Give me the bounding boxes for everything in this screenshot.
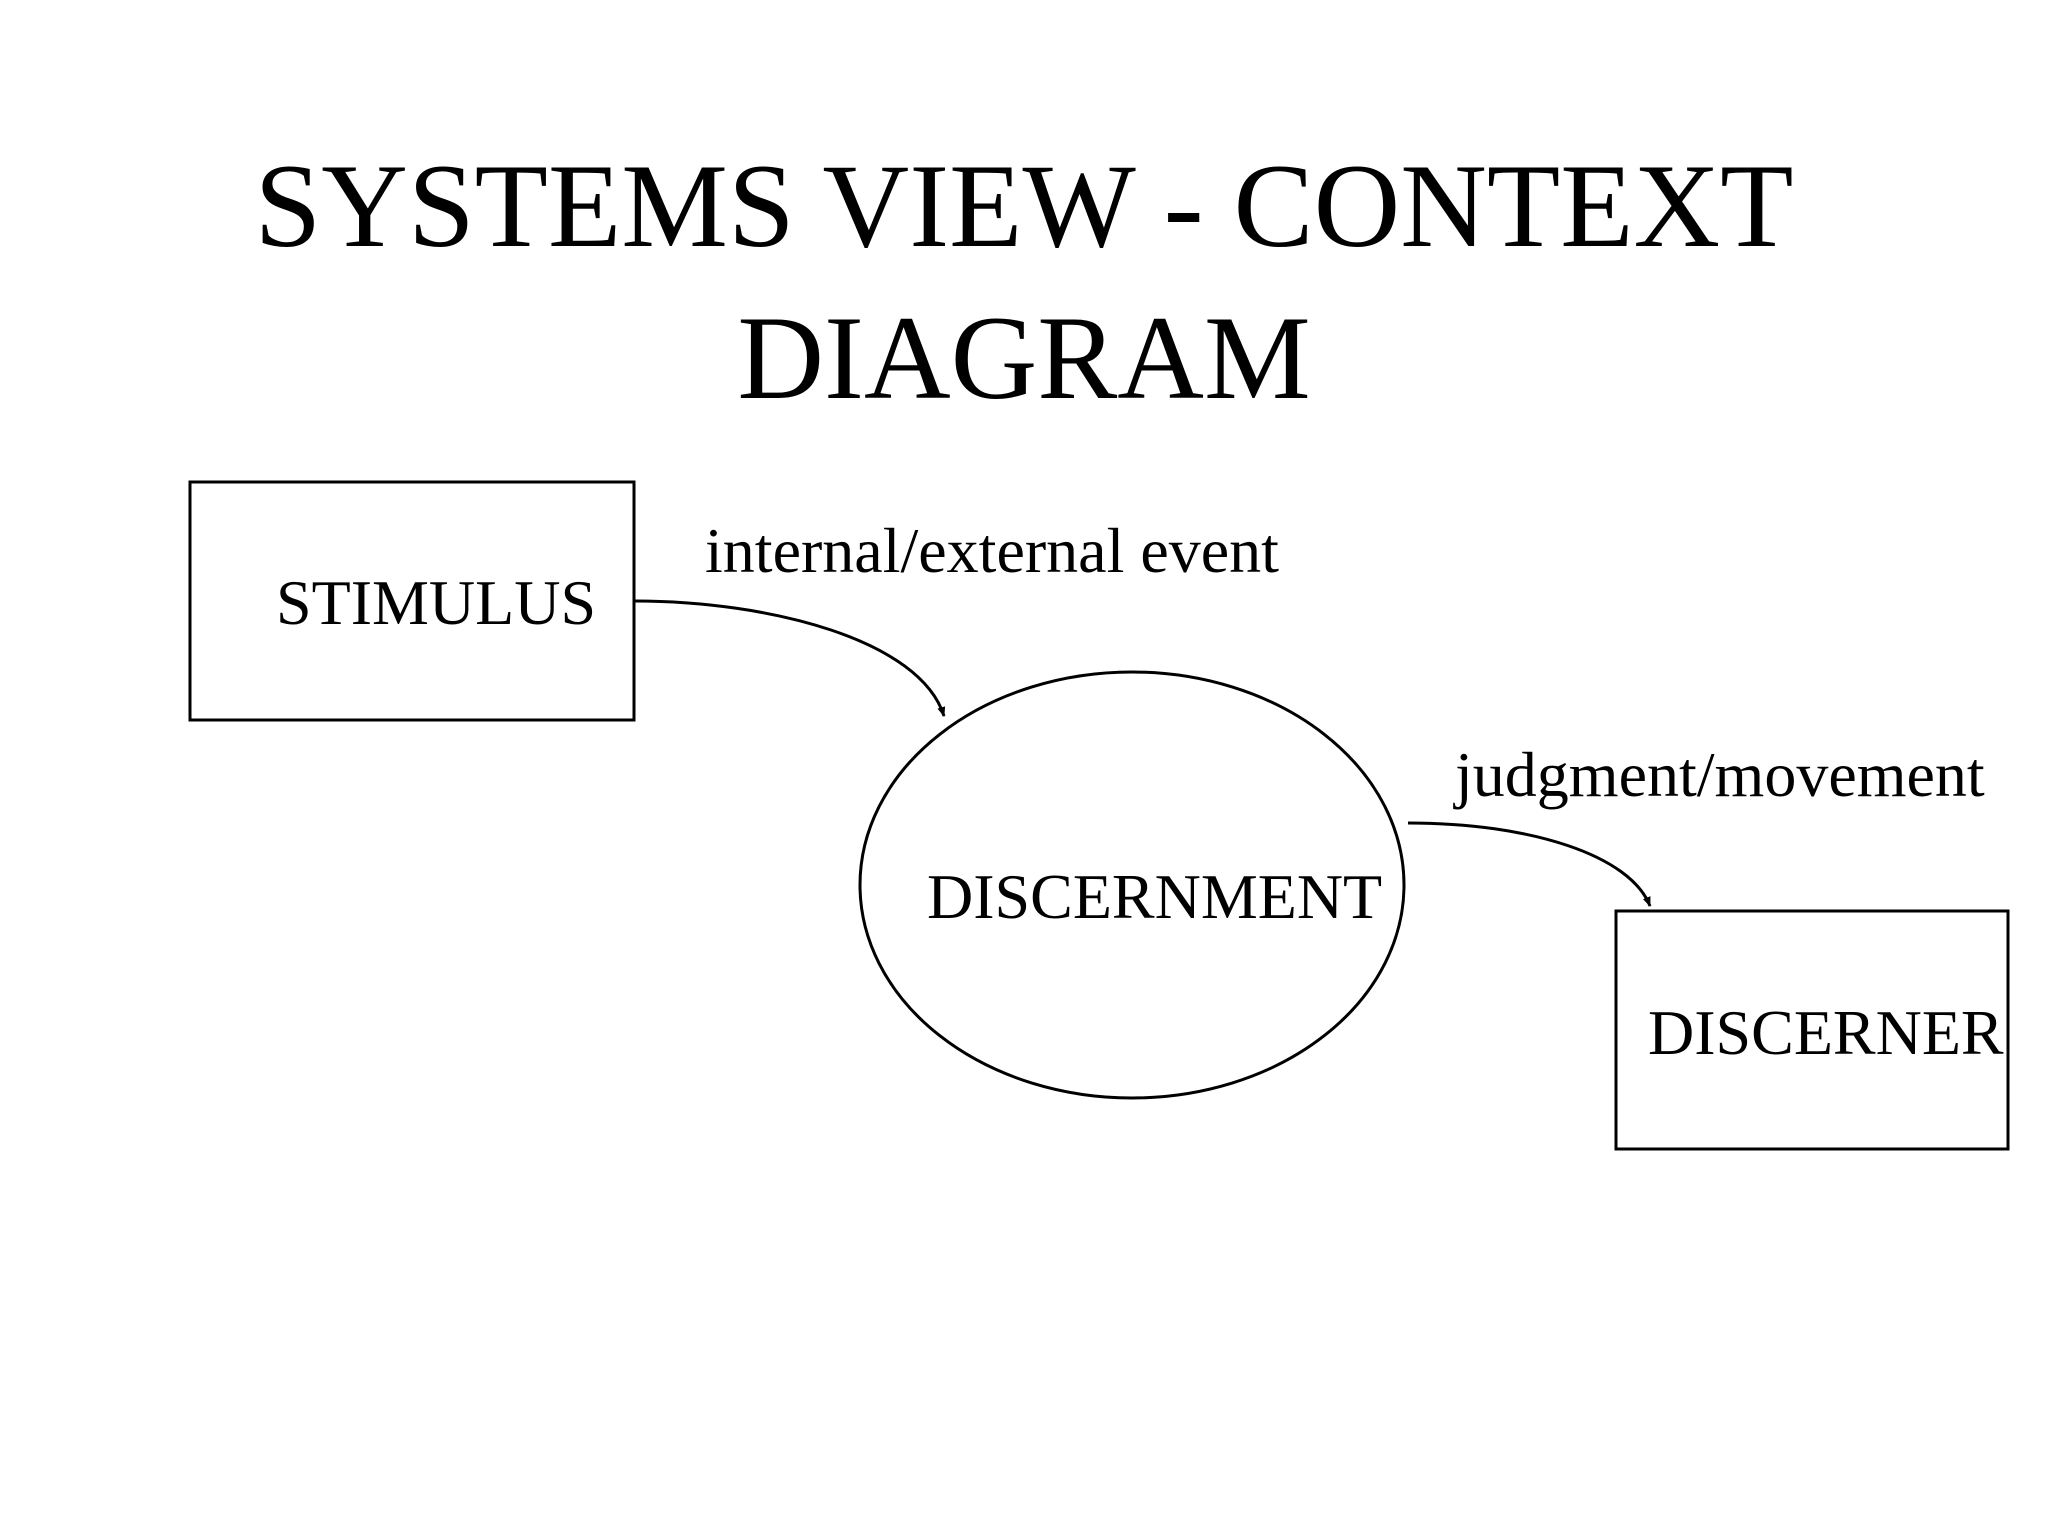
- stimulus-node: STIMULUS: [188, 480, 636, 722]
- judgment-flow-label: judgment/movement: [1453, 739, 1985, 810]
- stimulus-label: STIMULUS: [276, 567, 596, 638]
- discernment-node: DISCERNMENT: [858, 670, 1406, 1100]
- judgment-flow: judgment/movement: [1407, 739, 1985, 907]
- page-title: SYSTEMS VIEW - CONTEXT DIAGRAM: [0, 130, 2048, 434]
- judgment-flow-arrow: [1407, 821, 1652, 907]
- event-flow-arrow: [633, 599, 946, 717]
- event-flow-label: internal/external event: [705, 515, 1279, 586]
- event-flow: internal/external event: [633, 515, 1279, 717]
- discerner-node: DISCERNER: [1614, 909, 2010, 1151]
- discernment-ellipse: [858, 670, 1406, 1100]
- page-title-line-1: SYSTEMS VIEW - CONTEXT: [254, 139, 1794, 272]
- discerner-box: [1614, 909, 2010, 1151]
- discerner-label: DISCERNER: [1648, 997, 2004, 1068]
- discernment-label: DISCERNMENT: [927, 861, 1382, 932]
- page-title-line-2: DIAGRAM: [737, 291, 1311, 424]
